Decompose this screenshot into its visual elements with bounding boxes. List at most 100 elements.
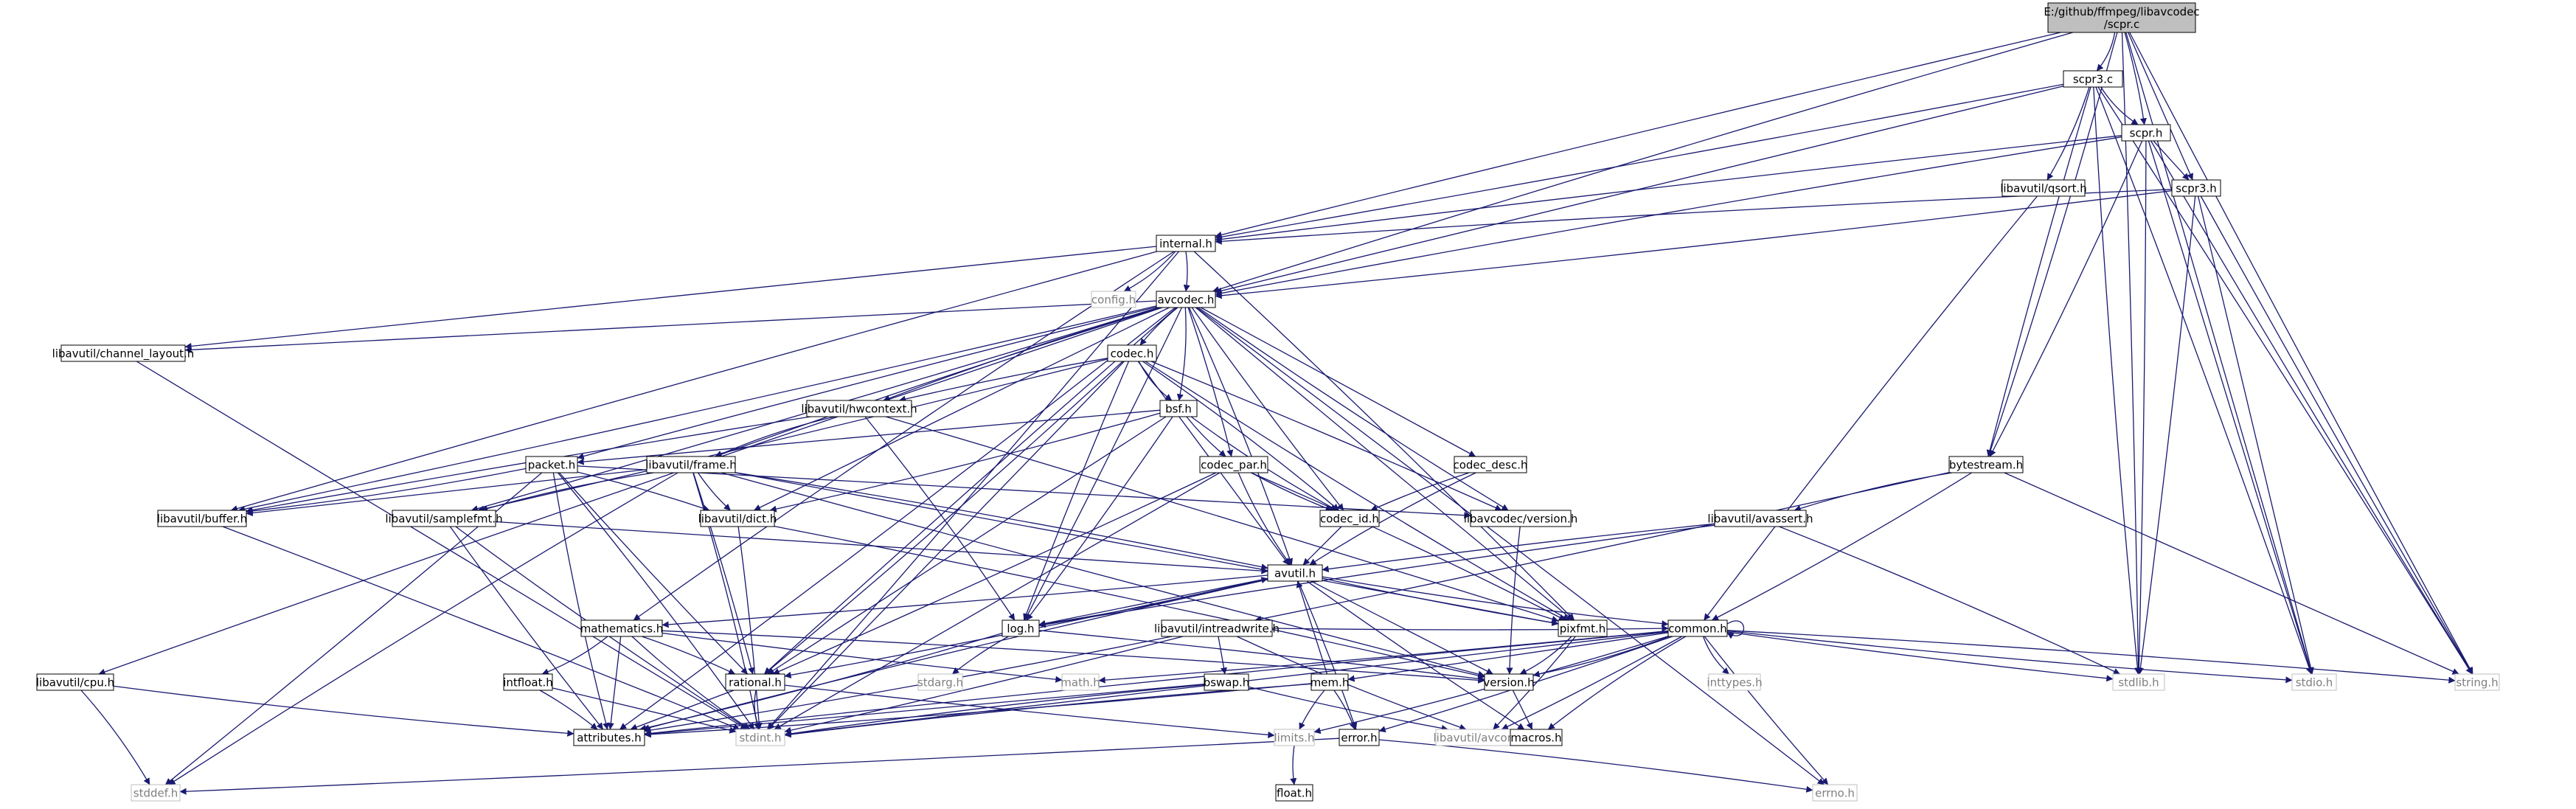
- edge-bsf-to-codecpar: [1186, 416, 1226, 457]
- node-intreadwrite[interactable]: libavutil/intreadwrite.h: [1154, 619, 1280, 637]
- node-cpu[interactable]: libavutil/cpu.h: [36, 673, 114, 691]
- edge-common-to-stdio: [1726, 630, 2293, 684]
- edge-bswap-to-attributes: [644, 684, 1205, 737]
- node-internal[interactable]: internal.h: [1156, 235, 1216, 252]
- node-box: [503, 673, 553, 691]
- edge-frame-to-dict: [697, 472, 731, 511]
- node-log[interactable]: log.h: [1001, 619, 1040, 637]
- edge-root-to-internal: [1215, 32, 2061, 238]
- node-macros[interactable]: macros.h: [1510, 729, 1563, 746]
- edge-codecdesc-to-codecid: [1370, 472, 1470, 511]
- node-label: libavutil/intreadwrite.h: [1154, 622, 1280, 635]
- node-common[interactable]: common.h: [1667, 619, 1728, 637]
- node-qsort[interactable]: libavutil/qsort.h: [2000, 179, 2087, 197]
- edge-bytestream-to-string: [2004, 472, 2459, 675]
- node-avutil[interactable]: avutil.h: [1267, 564, 1323, 582]
- node-label: libavutil/samplefmt.h: [385, 512, 502, 525]
- edge-root-to-bytestream: [1987, 32, 2118, 457]
- node-box: [2171, 179, 2221, 197]
- edge-avcodec-to-avutil: [1188, 307, 1294, 566]
- edge-buffer-to-stdint: [222, 526, 740, 730]
- node-avcodec[interactable]: avcodec.h: [1156, 291, 1216, 308]
- node-layer: E:/github/ffmpeg/libavcodec/scpr.c scpr3.…: [36, 2, 2500, 802]
- node-box: [131, 784, 181, 802]
- node-box: [2112, 673, 2165, 691]
- node-stdlib: stdlib.h: [2112, 673, 2165, 691]
- node-bsf[interactable]: bsf.h: [1159, 400, 1198, 417]
- edge-bswap-to-avconfig: [1248, 686, 1448, 732]
- edge-common-to-macros: [1547, 636, 1687, 730]
- node-box: [1708, 673, 1761, 691]
- edge-mem-to-limits: [1299, 690, 1325, 730]
- edge-intfloat-to-attributes: [539, 690, 598, 730]
- edge-common-to-version: [1532, 636, 1670, 678]
- node-packet[interactable]: packet.h: [525, 456, 578, 473]
- node-box: [2047, 2, 2196, 33]
- edge-codecpar-to-stdint: [774, 472, 1221, 730]
- edge-common-to-string: [1726, 630, 2456, 684]
- node-codecid[interactable]: codec_id.h: [1319, 510, 1380, 527]
- node-intfloat[interactable]: intfloat.h: [503, 673, 553, 691]
- edge-packet-to-stdint: [557, 472, 755, 730]
- node-box: [1339, 729, 1380, 746]
- node-frame[interactable]: libavutil/frame.h: [645, 456, 737, 473]
- edge-frame-to-version: [721, 472, 1485, 678]
- edge-scprh-to-scpr3h: [2153, 140, 2190, 181]
- node-error[interactable]: error.h: [1339, 729, 1380, 746]
- node-codech[interactable]: codec.h: [1107, 344, 1157, 362]
- node-mathematics[interactable]: mathematics.h: [580, 619, 664, 637]
- node-float[interactable]: float.h: [1275, 784, 1313, 802]
- node-bswap[interactable]: bswap.h: [1204, 673, 1250, 691]
- edge-avcodec-to-cpu: [98, 307, 1163, 676]
- node-pixfmt[interactable]: pixfmt.h: [1558, 619, 1608, 637]
- edge-scpr3c-to-stdlib: [2093, 86, 2141, 675]
- node-label: libavutil/dict.h: [698, 512, 777, 525]
- node-scpr3h[interactable]: scpr3.h: [2171, 179, 2221, 197]
- node-version[interactable]: version.h: [1483, 673, 1535, 691]
- edge-scprh-to-avcodec: [1215, 136, 2122, 296]
- node-box: [36, 673, 114, 691]
- node-scpr3c[interactable]: scpr3.c: [2063, 70, 2123, 88]
- node-bytestream[interactable]: bytestream.h: [1948, 456, 2024, 473]
- node-buffer[interactable]: libavutil/buffer.h: [157, 510, 247, 527]
- edge-intreadwrite-to-stdint: [784, 636, 1184, 734]
- edge-bsf-to-packet: [577, 409, 1161, 465]
- node-box: [1091, 291, 1136, 308]
- edge-avutil-to-log: [1038, 577, 1268, 627]
- edge-scpr3h-to-string: [2200, 195, 2473, 675]
- node-box: [1161, 619, 1273, 637]
- node-box: [1274, 729, 1315, 746]
- node-box: [917, 673, 963, 691]
- node-label: string.h: [2456, 676, 2498, 689]
- node-box: [2454, 673, 2500, 691]
- node-dict[interactable]: libavutil/dict.h: [698, 510, 777, 527]
- node-attributes[interactable]: attributes.h: [573, 729, 645, 746]
- edge-intreadwrite-to-bswap: [1218, 636, 1227, 675]
- node-mem[interactable]: mem.h: [1310, 673, 1350, 691]
- edge-root-to-string: [2129, 32, 2473, 675]
- edge-avcodec-to-codecid: [1191, 307, 1344, 511]
- edge-hwcontext-to-log: [864, 416, 1016, 621]
- node-box: [1470, 510, 1572, 527]
- node-codecpar[interactable]: codec_par.h: [1199, 456, 1268, 473]
- node-label: errno.h: [1815, 786, 1855, 799]
- node-root[interactable]: E:/github/ffmpeg/libavcodec/scpr.c: [2044, 2, 2200, 33]
- edge-internal-to-chlayout: [184, 246, 1157, 350]
- edge-avutil-to-version: [1310, 580, 1493, 675]
- edge-internal-to-stdint: [767, 251, 1179, 730]
- node-label: rational.h: [729, 676, 782, 689]
- node-hwcontext[interactable]: libavutil/hwcontext.h: [801, 400, 917, 417]
- node-label: version.h: [1483, 676, 1534, 689]
- node-box: [1061, 673, 1100, 691]
- node-samplefmt[interactable]: libavutil/samplefmt.h: [385, 510, 503, 527]
- node-chlayout[interactable]: libavutil/channel_layout.h: [52, 344, 195, 362]
- node-avversion[interactable]: libavcodec/version.h: [1464, 510, 1578, 527]
- node-avassert[interactable]: libavutil/avassert.h: [1707, 510, 1813, 527]
- edge-mathematics-to-version: [662, 630, 1485, 684]
- node-scprh[interactable]: scpr.h: [2121, 124, 2171, 142]
- node-box: [1714, 510, 1807, 527]
- edge-avcodec-to-codecpar: [1187, 307, 1234, 457]
- node-codecdesc[interactable]: codec_desc.h: [1453, 456, 1528, 473]
- node-rational[interactable]: rational.h: [725, 673, 785, 691]
